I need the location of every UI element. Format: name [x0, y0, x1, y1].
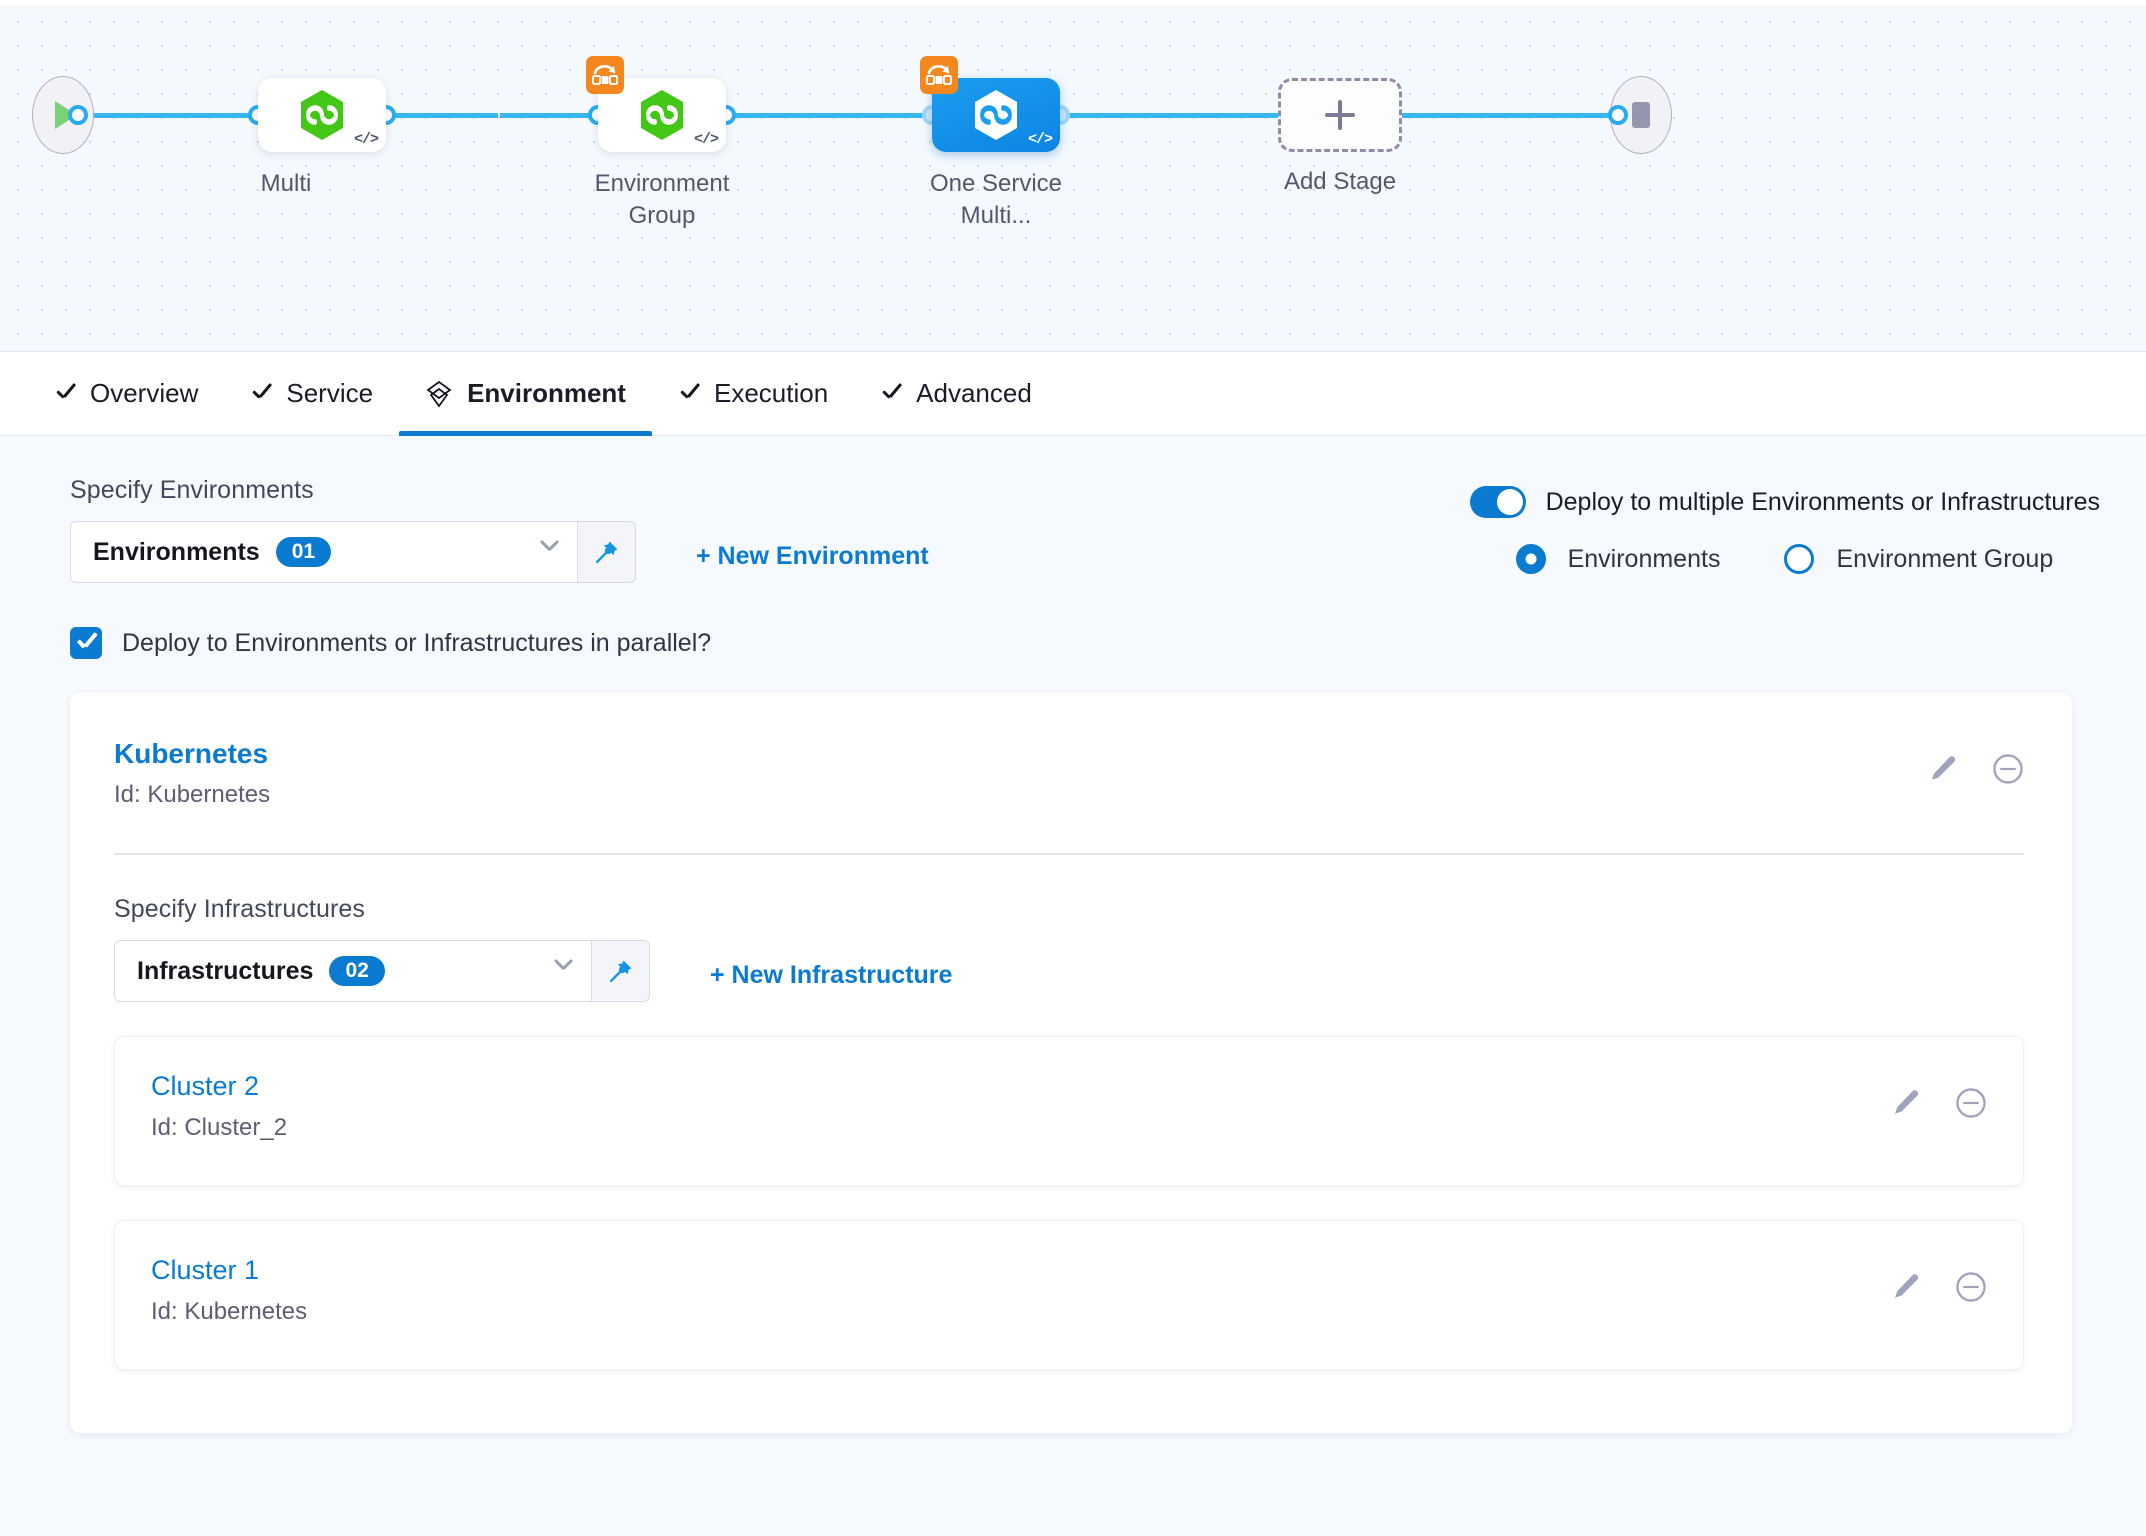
radio-environment-group[interactable] [1784, 544, 1815, 574]
pipeline-wire [68, 113, 258, 118]
pipeline-stage-label: Environment Group [594, 170, 730, 229]
environments-select[interactable]: Environments 01 [70, 521, 578, 583]
layers-icon [426, 380, 452, 408]
environment-card: Kubernetes Id: Kubernetes Specify Infras… [70, 693, 2072, 1433]
pin-infrastructures-button[interactable] [592, 940, 650, 1003]
chevron-down-icon [553, 961, 573, 981]
pin-icon [595, 541, 617, 563]
radio-environments[interactable] [1515, 544, 1546, 574]
infrastructures-section: Specify Infrastructures Infrastructures … [114, 855, 2024, 1371]
infrastructure-id-text: Id: Kubernetes [151, 1298, 308, 1326]
environment-id-text: Id: Kubernetes [114, 781, 271, 809]
deploy-multiple-toggle-label: Deploy to multiple Environments or Infra… [1545, 487, 2100, 516]
pipeline-port[interactable] [68, 105, 88, 125]
infrastructures-count-badge: 02 [329, 956, 385, 987]
infrastructure-name-link[interactable]: Cluster 1 [151, 1255, 260, 1286]
multi-deploy-badge-icon [920, 56, 958, 94]
tab-label: Execution [713, 378, 829, 408]
pin-icon [609, 960, 631, 983]
environment-tab-content: Specify Environments Environments 01 + N… [0, 436, 2146, 1536]
deploy-options-group: Deploy to multiple Environments or Infra… [1469, 476, 2100, 583]
tab-environment[interactable]: Environment [399, 352, 652, 436]
environment-name-link[interactable]: Kubernetes [114, 738, 269, 769]
infrastructure-item: Cluster 1 Id: Kubernetes [114, 1220, 2024, 1371]
radio-environment-group-label: Environment Group [1836, 544, 2054, 573]
check-icon [250, 383, 272, 405]
tab-label: Environment [467, 378, 626, 408]
stop-icon [1632, 102, 1650, 128]
specify-infrastructures-label: Specify Infrastructures [114, 895, 366, 924]
infrastructure-item: Cluster 2 Id: Cluster_2 [114, 1036, 2024, 1187]
tab-label: Service [286, 378, 374, 408]
minus-circle-icon[interactable] [1955, 1087, 1987, 1119]
environments-select-value: Environments [93, 537, 260, 566]
harness-hexagon-icon [641, 90, 683, 140]
toggle-knob [1496, 489, 1523, 515]
multi-deploy-badge-icon [586, 56, 624, 94]
infrastructures-select-value: Infrastructures [137, 956, 314, 985]
pipeline-stage-one-service-multi[interactable]: </> [920, 56, 1060, 152]
stage-code-glyph: </> [353, 131, 379, 148]
specify-environments-group: Specify Environments Environments 01 + N… [70, 476, 929, 583]
infrastructure-name-link[interactable]: Cluster 2 [151, 1071, 260, 1102]
plus-icon [1325, 100, 1355, 130]
pipeline-stage-label: One Service Multi... [929, 170, 1063, 229]
pipeline-stage-multi[interactable]: </> [258, 78, 386, 152]
card-divider [114, 853, 2024, 856]
minus-circle-icon[interactable] [1992, 753, 2024, 785]
infrastructures-select[interactable]: Infrastructures 02 [114, 940, 592, 1003]
environments-header-row: Specify Environments Environments 01 + N… [0, 436, 2146, 583]
check-icon [678, 383, 700, 405]
stage-tab-bar: Overview Service Environment Execution A… [0, 352, 2146, 436]
minus-circle-icon[interactable] [1955, 1271, 1987, 1303]
deploy-multiple-toggle[interactable] [1469, 486, 1526, 518]
new-environment-link[interactable]: + New Environment [696, 541, 929, 570]
specify-environments-label: Specify Environments [70, 476, 314, 504]
pipeline-canvas[interactable]: </> Multi </> Environment Group [0, 0, 2146, 352]
add-stage-button[interactable] [1278, 78, 1402, 152]
stage-code-glyph: </> [1027, 131, 1053, 148]
pencil-icon[interactable] [1891, 1088, 1921, 1118]
add-stage-label: Add Stage [1283, 168, 1397, 195]
tab-advanced[interactable]: Advanced [854, 352, 1058, 436]
parallel-deploy-row: Deploy to Environments or Infrastructure… [0, 583, 2146, 659]
harness-hexagon-icon [975, 90, 1017, 140]
pin-environments-button[interactable] [578, 521, 636, 583]
new-infrastructure-link[interactable]: + New Infrastructure [710, 960, 953, 989]
pipeline-stage-environment-group[interactable]: </> [586, 56, 726, 152]
parallel-deploy-label: Deploy to Environments or Infrastructure… [122, 628, 712, 657]
tab-execution[interactable]: Execution [652, 352, 854, 436]
radio-environments-label: Environments [1567, 544, 1721, 573]
check-icon [880, 383, 902, 405]
environments-count-badge: 01 [275, 537, 332, 567]
check-icon [54, 383, 76, 405]
tab-service[interactable]: Service [224, 352, 399, 436]
pipeline-stage-label: Multi [260, 170, 312, 197]
environment-card-header: Kubernetes Id: Kubernetes [114, 737, 2024, 809]
chevron-down-icon [539, 542, 559, 562]
tab-label: Overview [90, 378, 199, 408]
parallel-deploy-checkbox[interactable] [70, 627, 102, 659]
pencil-icon[interactable] [1891, 1272, 1921, 1302]
stage-code-glyph: </> [693, 131, 719, 148]
pipeline-wire [1250, 113, 1650, 118]
tab-overview[interactable]: Overview [28, 352, 224, 436]
harness-hexagon-icon [301, 90, 343, 140]
tab-label: Advanced [916, 378, 1032, 408]
infrastructure-id-text: Id: Cluster_2 [151, 1114, 288, 1142]
pencil-icon[interactable] [1928, 754, 1958, 784]
pipeline-port[interactable] [1608, 105, 1628, 125]
